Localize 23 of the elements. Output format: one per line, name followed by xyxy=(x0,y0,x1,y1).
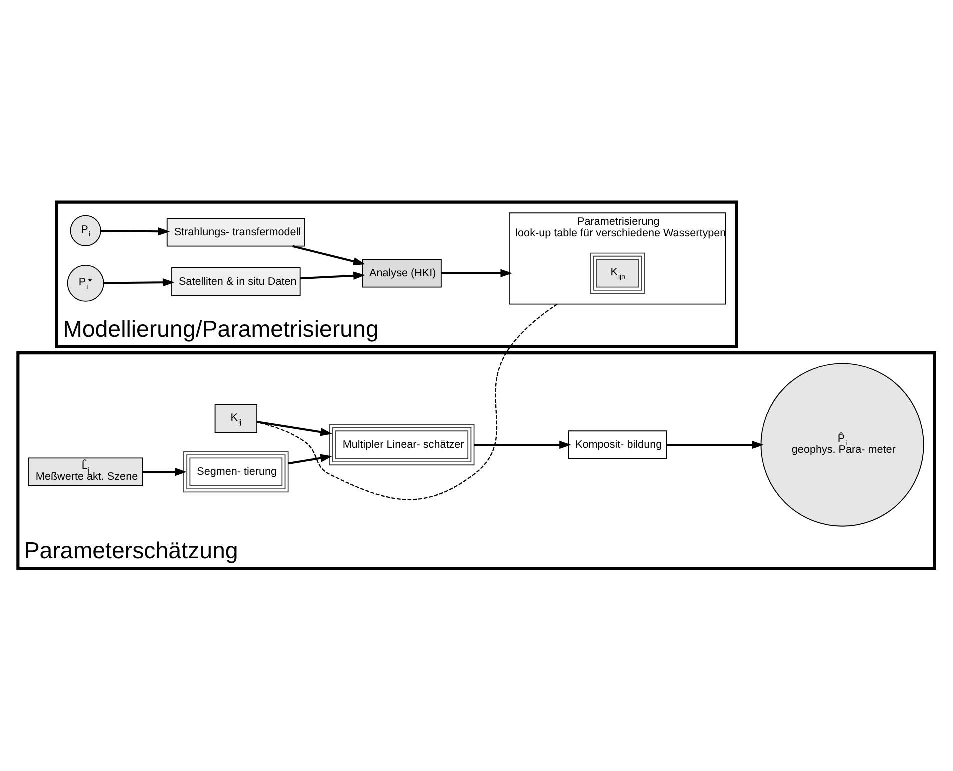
arrow xyxy=(104,278,175,287)
node-box: Multipler Linear- schätzer xyxy=(329,424,475,466)
arrow xyxy=(300,272,366,280)
node-circle: P̂$_{i}$ geophys. Para- meter xyxy=(760,363,924,527)
node-box: Komposit- bildung xyxy=(568,430,668,460)
arrow xyxy=(666,440,764,450)
node-box: K$_{ijn}$ xyxy=(590,252,646,294)
arrow xyxy=(256,420,332,436)
arrow xyxy=(292,245,366,266)
arrow xyxy=(101,228,170,236)
connector xyxy=(257,304,558,500)
arrow xyxy=(474,440,572,450)
node-box: Segmen- tierung xyxy=(184,452,289,493)
node-box: L̂$_{j}$ Meßwerte akt. Szene xyxy=(28,458,144,486)
arrow xyxy=(142,468,187,476)
node-circle: P$_{i}$ xyxy=(70,215,102,246)
node-box: Satelliten & in situ Daten xyxy=(172,268,301,296)
arrow xyxy=(288,454,332,465)
arrow xyxy=(442,269,512,278)
node-box: Analyse (HKI) xyxy=(362,259,442,288)
node-box: K$_{ij}$ xyxy=(214,404,258,434)
node-box: Strahlungs- transfermodell xyxy=(166,218,306,247)
node-circle: P$_{i}$* xyxy=(67,264,104,302)
